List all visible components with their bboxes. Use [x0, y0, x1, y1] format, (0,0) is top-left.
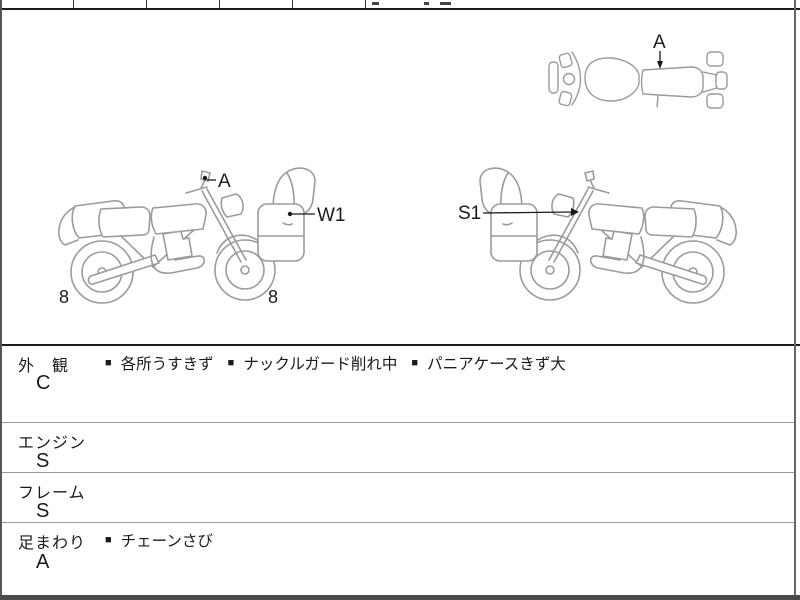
tail-line [702, 87, 718, 93]
table-row-frame: フレーム S [0, 473, 796, 522]
grade-value: S [36, 450, 50, 472]
rear-end [715, 71, 728, 90]
square-bullet-icon: ■ [227, 356, 235, 369]
cutoff-text-fragment [372, 2, 379, 5]
seat-top [640, 66, 704, 98]
left-mirror [558, 52, 573, 69]
square-bullet-icon: ■ [105, 356, 112, 369]
note-list: ■ 各所うすきず ■ ナックルガード削れ中 ■ パニアケースきず大 [105, 352, 566, 374]
note-item: ■ チェーンさび [105, 529, 213, 551]
headlight-top [562, 72, 576, 86]
right-mirror [558, 90, 573, 107]
table-row-exterior: 外 観 C ■ 各所うすきず ■ ナックルガード削れ中 ■ パニアケースきず大 [0, 346, 796, 422]
annotation-label: W1 [317, 205, 346, 226]
note-item: ■ 各所うすきず [105, 352, 214, 374]
square-bullet-icon: ■ [411, 356, 419, 369]
annotation-arrowhead [571, 208, 579, 216]
annotation-label: S1 [458, 203, 481, 224]
annotation-arrowhead [657, 61, 663, 69]
annotation-s1-front: S1 [458, 203, 579, 224]
note-item: ■ ナックルガード削れ中 [228, 352, 398, 374]
top-strip-divider [146, 0, 147, 8]
annotation-a-top: A [653, 32, 666, 69]
row-divider [2, 422, 794, 423]
bike-drawing-mirrored [479, 167, 737, 304]
note-text: ナックルガード削れ中 [243, 356, 398, 373]
cutoff-text-fragment [424, 2, 429, 5]
annotation-label: A [653, 32, 666, 53]
cutoff-text-fragment [440, 2, 451, 5]
table-top-border [0, 344, 800, 346]
top-strip-divider [73, 0, 74, 8]
fuel-tank-top [584, 57, 640, 102]
grade-value: C [36, 372, 51, 394]
motorcycle-right-side-view: S1 [458, 167, 737, 304]
category-label: エンジン [18, 435, 87, 452]
annotation-w1-guard: W1 [287, 205, 346, 226]
count-label-rear: 8 [59, 287, 69, 307]
category-label: 足まわり [18, 535, 87, 552]
category-label: フレーム [18, 485, 86, 502]
grade-value: S [36, 500, 50, 522]
square-bullet-icon: ■ [105, 533, 112, 546]
bottom-bar [0, 595, 800, 600]
left-border [0, 0, 2, 600]
front-wheel-top [548, 61, 559, 94]
note-text: パニアケースきず大 [427, 356, 566, 373]
windshield-arc [571, 51, 582, 106]
annotation-a-mirror: A [202, 171, 231, 192]
grade-value: A [36, 551, 50, 573]
top-strip-border [0, 8, 800, 10]
top-strip-divider [292, 0, 293, 8]
note-text: チェーンさび [120, 533, 213, 550]
note-text: 各所うすきず [120, 356, 214, 373]
top-strip-divider [219, 0, 220, 8]
motorcycle-left-side-view: A W1 8 8 [58, 167, 346, 307]
right-border [794, 0, 796, 600]
pannier-top-left [706, 51, 724, 67]
motorcycle-top-view: A [548, 32, 728, 109]
bike-drawing [58, 167, 316, 304]
note-item: ■ パニアケースきず大 [411, 352, 565, 374]
row-divider [2, 472, 794, 473]
annotation-label: A [218, 171, 231, 192]
annotation-leader-line [482, 211, 573, 214]
tail-line [702, 71, 718, 76]
annotation-dot [287, 211, 293, 217]
top-strip-divider [365, 0, 366, 8]
annotation-dot [202, 175, 208, 181]
count-label-front: 8 [268, 287, 278, 307]
table-row-engine: エンジン S [0, 423, 796, 472]
pannier-top-right [706, 93, 724, 109]
note-list: ■ チェーンさび [105, 529, 213, 551]
row-divider [2, 522, 794, 523]
side-stand [656, 95, 659, 108]
table-row-undercarriage: 足まわり A ■ チェーンさび [0, 523, 796, 595]
category-label: 外 観 [18, 358, 70, 375]
